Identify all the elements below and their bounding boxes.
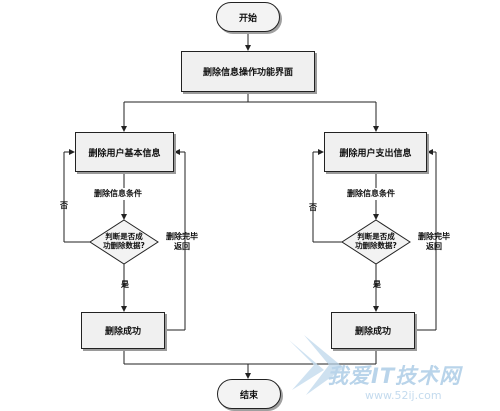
right-success-node: 删除成功 <box>331 312 415 349</box>
right-no-label: 否 <box>309 203 317 212</box>
main-screen-label: 删除信息操作功能界面 <box>202 68 293 78</box>
watermark-url: www.52ij.com <box>365 389 442 402</box>
left-yes-label: 是 <box>121 280 129 289</box>
end-label: 结束 <box>239 390 258 401</box>
left-return-label: 删除完毕 返回 <box>166 232 198 252</box>
start-label: 开始 <box>238 13 257 24</box>
left-condition-label: 删除信息条件 <box>94 189 142 198</box>
left-return-line2: 返回 <box>174 242 190 251</box>
right-decision-text: 判断是否成 功删除数据? <box>346 232 406 250</box>
left-delete-user-node: 删除用户基本信息 <box>75 132 174 172</box>
left-success-node: 删除成功 <box>81 312 165 349</box>
right-yes-label: 是 <box>373 280 381 289</box>
left-return-line1: 删除完毕 <box>166 232 198 241</box>
right-condition-label: 删除信息条件 <box>347 189 395 198</box>
main-screen-node: 删除信息操作功能界面 <box>181 51 315 92</box>
left-delete-user-label: 删除用户基本信息 <box>88 148 161 159</box>
right-success-label: 删除成功 <box>354 327 391 337</box>
left-success-label: 删除成功 <box>104 327 141 337</box>
right-delete-user-label: 删除用户支出信息 <box>339 148 412 159</box>
watermark-logo-icon <box>289 335 344 395</box>
right-return-label: 删除完毕 返回 <box>418 232 450 252</box>
right-return-line2: 返回 <box>426 242 442 251</box>
right-return-line1: 删除完毕 <box>418 232 450 241</box>
left-decision-text: 判断是否成 功删除数据? <box>94 232 154 250</box>
start-node: 开始 <box>216 2 280 32</box>
right-decision-line1: 判断是否成 <box>357 232 395 241</box>
left-decision-line2: 功删除数据? <box>103 241 145 250</box>
watermark-title: 我爱IT技术网 <box>327 364 462 388</box>
left-decision-line1: 判断是否成 <box>105 232 143 241</box>
right-delete-user-node: 删除用户支出信息 <box>324 132 427 172</box>
left-no-label: 否 <box>60 201 68 210</box>
right-decision-line2: 功删除数据? <box>355 241 397 250</box>
end-node: 结束 <box>217 379 281 409</box>
